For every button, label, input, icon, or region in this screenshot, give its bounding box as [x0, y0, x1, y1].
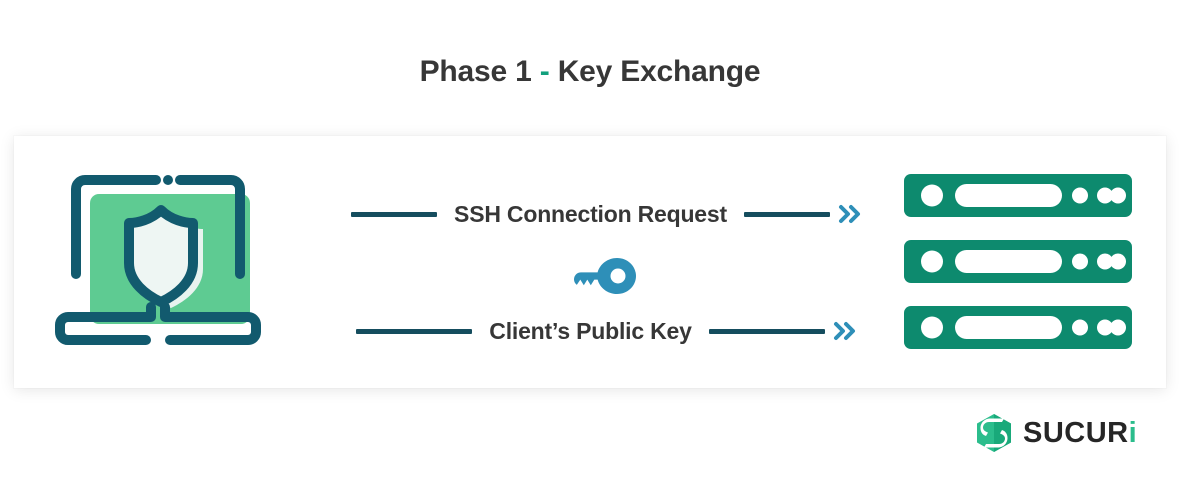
- sucuri-wordmark: SUCURi: [1023, 416, 1138, 449]
- double-chevron-right-icon: [833, 322, 855, 340]
- flow-line-right: [708, 328, 825, 334]
- title-prefix: Phase 1: [419, 55, 532, 88]
- brand-name: SUCUR: [1023, 416, 1129, 449]
- server-stack-icon: [904, 174, 1134, 350]
- sucuri-hexagon-logo-icon: [977, 414, 1011, 452]
- flow-label: Client’s Public Key: [489, 317, 692, 344]
- flow-row-clients-public-key: Client’s Public Key: [324, 314, 889, 348]
- flow-column: SSH Connection Request: [324, 136, 889, 388]
- flow-label: SSH Connection Request: [454, 200, 727, 227]
- page-title: Phase 1 - Key Exchange: [0, 55, 1180, 89]
- key-icon-wrapper: [324, 252, 889, 294]
- double-chevron-right-icon: [838, 205, 860, 223]
- server-unit: [904, 174, 1132, 217]
- diagram-card: SSH Connection Request: [14, 136, 1166, 388]
- flow-row-ssh-connection-request: SSH Connection Request: [324, 197, 889, 231]
- title-dash: -: [539, 55, 550, 88]
- flow-line-right: [743, 211, 830, 217]
- sucuri-logo: SUCURi: [976, 413, 1137, 453]
- flow-line-left: [356, 328, 473, 334]
- brand-name-accent: i: [1128, 416, 1138, 449]
- laptop-shield-icon: [50, 162, 280, 352]
- flow-line-left: [351, 211, 438, 217]
- server-unit: [904, 306, 1132, 349]
- title-suffix: Key Exchange: [557, 55, 761, 88]
- server-unit: [904, 240, 1132, 283]
- key-icon: [573, 258, 636, 294]
